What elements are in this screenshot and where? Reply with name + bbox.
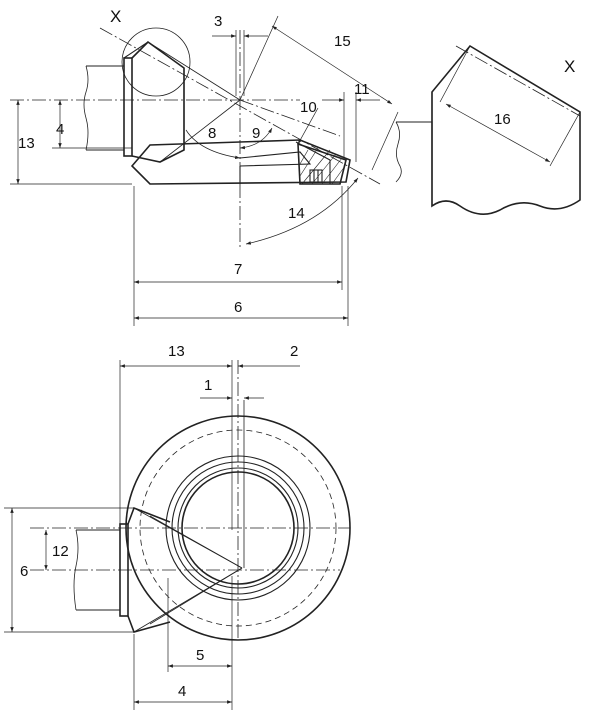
label-11: 11 <box>354 81 370 98</box>
detail-circle <box>121 27 191 97</box>
label-13-bottom: 13 <box>168 343 185 360</box>
label-6-bottom: 6 <box>20 563 28 580</box>
detail-title: X <box>564 57 575 76</box>
pinion-shaft <box>83 57 133 157</box>
label-10: 10 <box>300 99 317 116</box>
label-8: 8 <box>208 125 216 142</box>
label-15: 15 <box>334 33 351 50</box>
label-7: 7 <box>234 261 242 278</box>
plan-view <box>4 360 351 710</box>
label-12: 12 <box>52 543 69 560</box>
label-4-bottom: 4 <box>178 683 186 700</box>
label-13-top: 13 <box>18 135 35 152</box>
label-1: 1 <box>204 377 212 394</box>
side-view <box>10 15 399 326</box>
label-4-top: 4 <box>56 121 64 138</box>
gear-body <box>130 139 351 185</box>
detail-x-view <box>395 44 581 215</box>
label-6-top: 6 <box>234 299 242 316</box>
label-5: 5 <box>196 647 204 664</box>
label-9: 9 <box>252 125 260 142</box>
label-16: 16 <box>494 111 511 128</box>
detail-marker: X <box>110 7 121 26</box>
pitch-line <box>99 27 381 185</box>
label-14: 14 <box>288 205 305 222</box>
label-3: 3 <box>214 13 222 30</box>
label-2: 2 <box>290 343 298 360</box>
